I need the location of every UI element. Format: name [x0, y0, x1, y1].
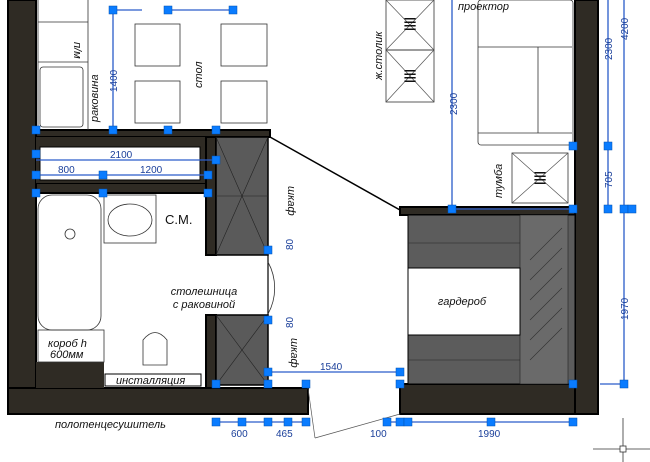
dim-465: 465 [276, 429, 293, 440]
dim-1400: 1400 [109, 69, 120, 92]
doors[interactable] [267, 136, 401, 439]
dim-2300-left: 2300 [449, 92, 460, 115]
dim-2100: 2100 [110, 150, 133, 161]
dim-80-top: 80 [285, 238, 296, 250]
label-washer: С.М. [165, 212, 192, 227]
label-countertop: столешница [171, 286, 238, 298]
sofa[interactable] [477, 0, 574, 146]
bottom-wall-left[interactable] [7, 387, 309, 415]
bathroom-fixtures [37, 194, 202, 387]
label-projector: проектор [458, 1, 509, 13]
partition-lower[interactable] [205, 314, 217, 389]
label-wardrobe: гардероб [438, 296, 487, 308]
label-box: короб h [48, 338, 87, 350]
box-600 [37, 329, 105, 363]
label-pm: п/м [71, 42, 83, 59]
room-labels: п/м раковина стол ж.столик проектор тумб… [48, 1, 509, 431]
dim-600: 600 [231, 429, 248, 440]
speaker-icon: ≣ [402, 66, 417, 86]
label-sink: раковина [89, 74, 101, 123]
crosshair-cursor-icon [593, 418, 650, 462]
dim-1200: 1200 [140, 165, 163, 176]
label-table: стол [193, 61, 205, 88]
label-countertop-sink: с раковиной [173, 299, 235, 311]
bath-niche [36, 362, 104, 388]
label-towel-dryer: полотенцесушитель [55, 419, 166, 431]
label-closet-top: шкаф [285, 186, 297, 216]
bath-top-wall[interactable] [35, 182, 217, 194]
bottom-wall-right[interactable] [399, 383, 599, 415]
label-coffee-table: ж.столик [373, 31, 385, 81]
speaker-icon: ≣ [402, 14, 417, 34]
dim-705: 705 [604, 171, 615, 188]
dimension-texts: 1400 2100 800 1200 2300 2300 4200 705 19… [58, 17, 631, 440]
dim-1970: 1970 [620, 297, 631, 320]
label-nightstand: тумба [493, 164, 505, 198]
label-installation: инсталляция [116, 375, 185, 387]
bath-sink [103, 194, 157, 244]
speaker-icon: ≣ [532, 168, 547, 188]
closet-upper[interactable] [215, 136, 269, 256]
dim-80-bottom: 80 [285, 316, 296, 328]
closet-lower[interactable] [215, 314, 269, 386]
installation [104, 373, 202, 387]
dim-100: 100 [370, 429, 387, 440]
kitchen-wall[interactable] [35, 129, 271, 138]
dining-chairs [134, 23, 268, 124]
dim-1990: 1990 [478, 429, 501, 440]
kitchen-sink-icon [39, 66, 84, 128]
right-outer-wall[interactable] [574, 0, 599, 415]
label-closet-bottom: шкаф [288, 338, 300, 368]
coffee-tables: ≣ ≣ [385, 0, 435, 103]
left-outer-wall[interactable] [7, 0, 37, 415]
dim-1540: 1540 [320, 362, 343, 373]
selection-grips[interactable] [31, 5, 637, 427]
bathtub [37, 194, 102, 331]
dim-800: 800 [58, 165, 75, 176]
kitchen-counter [37, 0, 89, 130]
label-box-height: 600мм [50, 349, 84, 361]
wardrobe-top-wall[interactable] [399, 206, 576, 216]
dim-4200: 4200 [620, 17, 631, 40]
toilet [142, 332, 168, 366]
nightstand[interactable]: ≣ [511, 152, 569, 204]
wardrobe[interactable] [407, 214, 576, 385]
dim-2300-right: 2300 [604, 37, 615, 60]
